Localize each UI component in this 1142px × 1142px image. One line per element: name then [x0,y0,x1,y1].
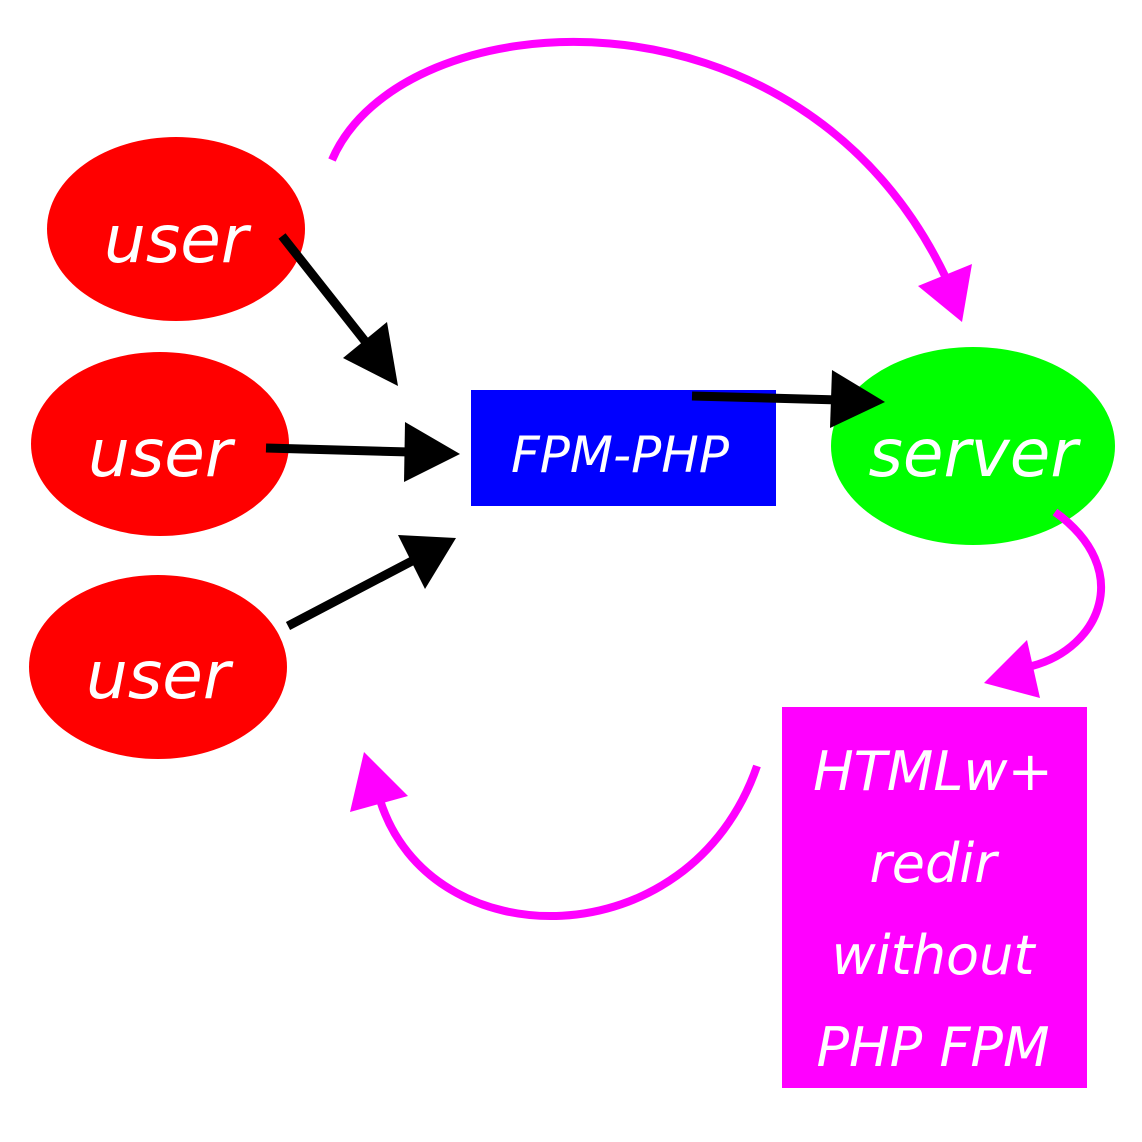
user-top-label: user [104,201,252,278]
html-redir-box [782,707,1087,1088]
arrow-user-top-to-server-curve [328,37,950,280]
user-middle-label: user [88,415,236,492]
fpm-php-box [471,390,776,506]
arrow-fpm-to-server-shaft [691,391,841,405]
user-middle-ellipse [31,352,289,536]
node-server[interactable]: server [831,347,1115,545]
arrow-user-top-to-fpm-shaft [278,233,376,353]
node-fpm-php[interactable]: FPM-PHP [471,390,776,506]
arrow-user-top-to-fpm-head [343,322,398,386]
arrow-server-to-html-redir-head [984,640,1040,698]
arrow-fpm-to-server-head [830,370,885,428]
arrow-server-to-html-redir [984,508,1105,698]
html-redir-line-3: without [831,924,1036,987]
fpm-php-label: FPM-PHP [511,426,730,484]
arrow-user-middle-to-fpm [265,422,460,482]
arrow-html-redir-to-user-bottom [350,752,761,920]
arrow-user-bottom-to-fpm-head [398,535,456,589]
node-user-bottom[interactable]: user [29,575,287,759]
arrow-user-middle-to-fpm-shaft [265,443,411,457]
arrow-user-top-to-server-head [918,264,972,322]
arrow-server-to-html-redir-curve [1030,508,1105,670]
user-bottom-label: user [86,637,234,714]
server-ellipse [831,347,1115,545]
html-redir-line-4: PHP FPM [816,1016,1049,1079]
user-bottom-ellipse [29,575,287,759]
arrow-user-bottom-to-fpm-shaft [285,557,415,630]
arrow-user-top-to-fpm [278,233,398,386]
node-html-redir[interactable]: HTMLw+ redir without PHP FPM [782,707,1087,1088]
arrow-fpm-to-server [691,370,885,428]
node-user-middle[interactable]: user [31,352,289,536]
arrow-user-bottom-to-fpm [285,535,456,630]
arrow-html-redir-to-user-bottom-head [350,752,408,812]
arrow-user-middle-to-fpm-head [404,422,460,482]
html-redir-line-2: redir [870,832,1000,895]
node-user-top[interactable]: user [47,137,305,321]
server-label: server [869,415,1082,492]
arrow-html-redir-to-user-bottom-curve [376,764,761,920]
arrow-user-top-to-server [328,37,972,322]
user-top-ellipse [47,137,305,321]
html-redir-line-1: HTMLw+ [813,740,1053,803]
